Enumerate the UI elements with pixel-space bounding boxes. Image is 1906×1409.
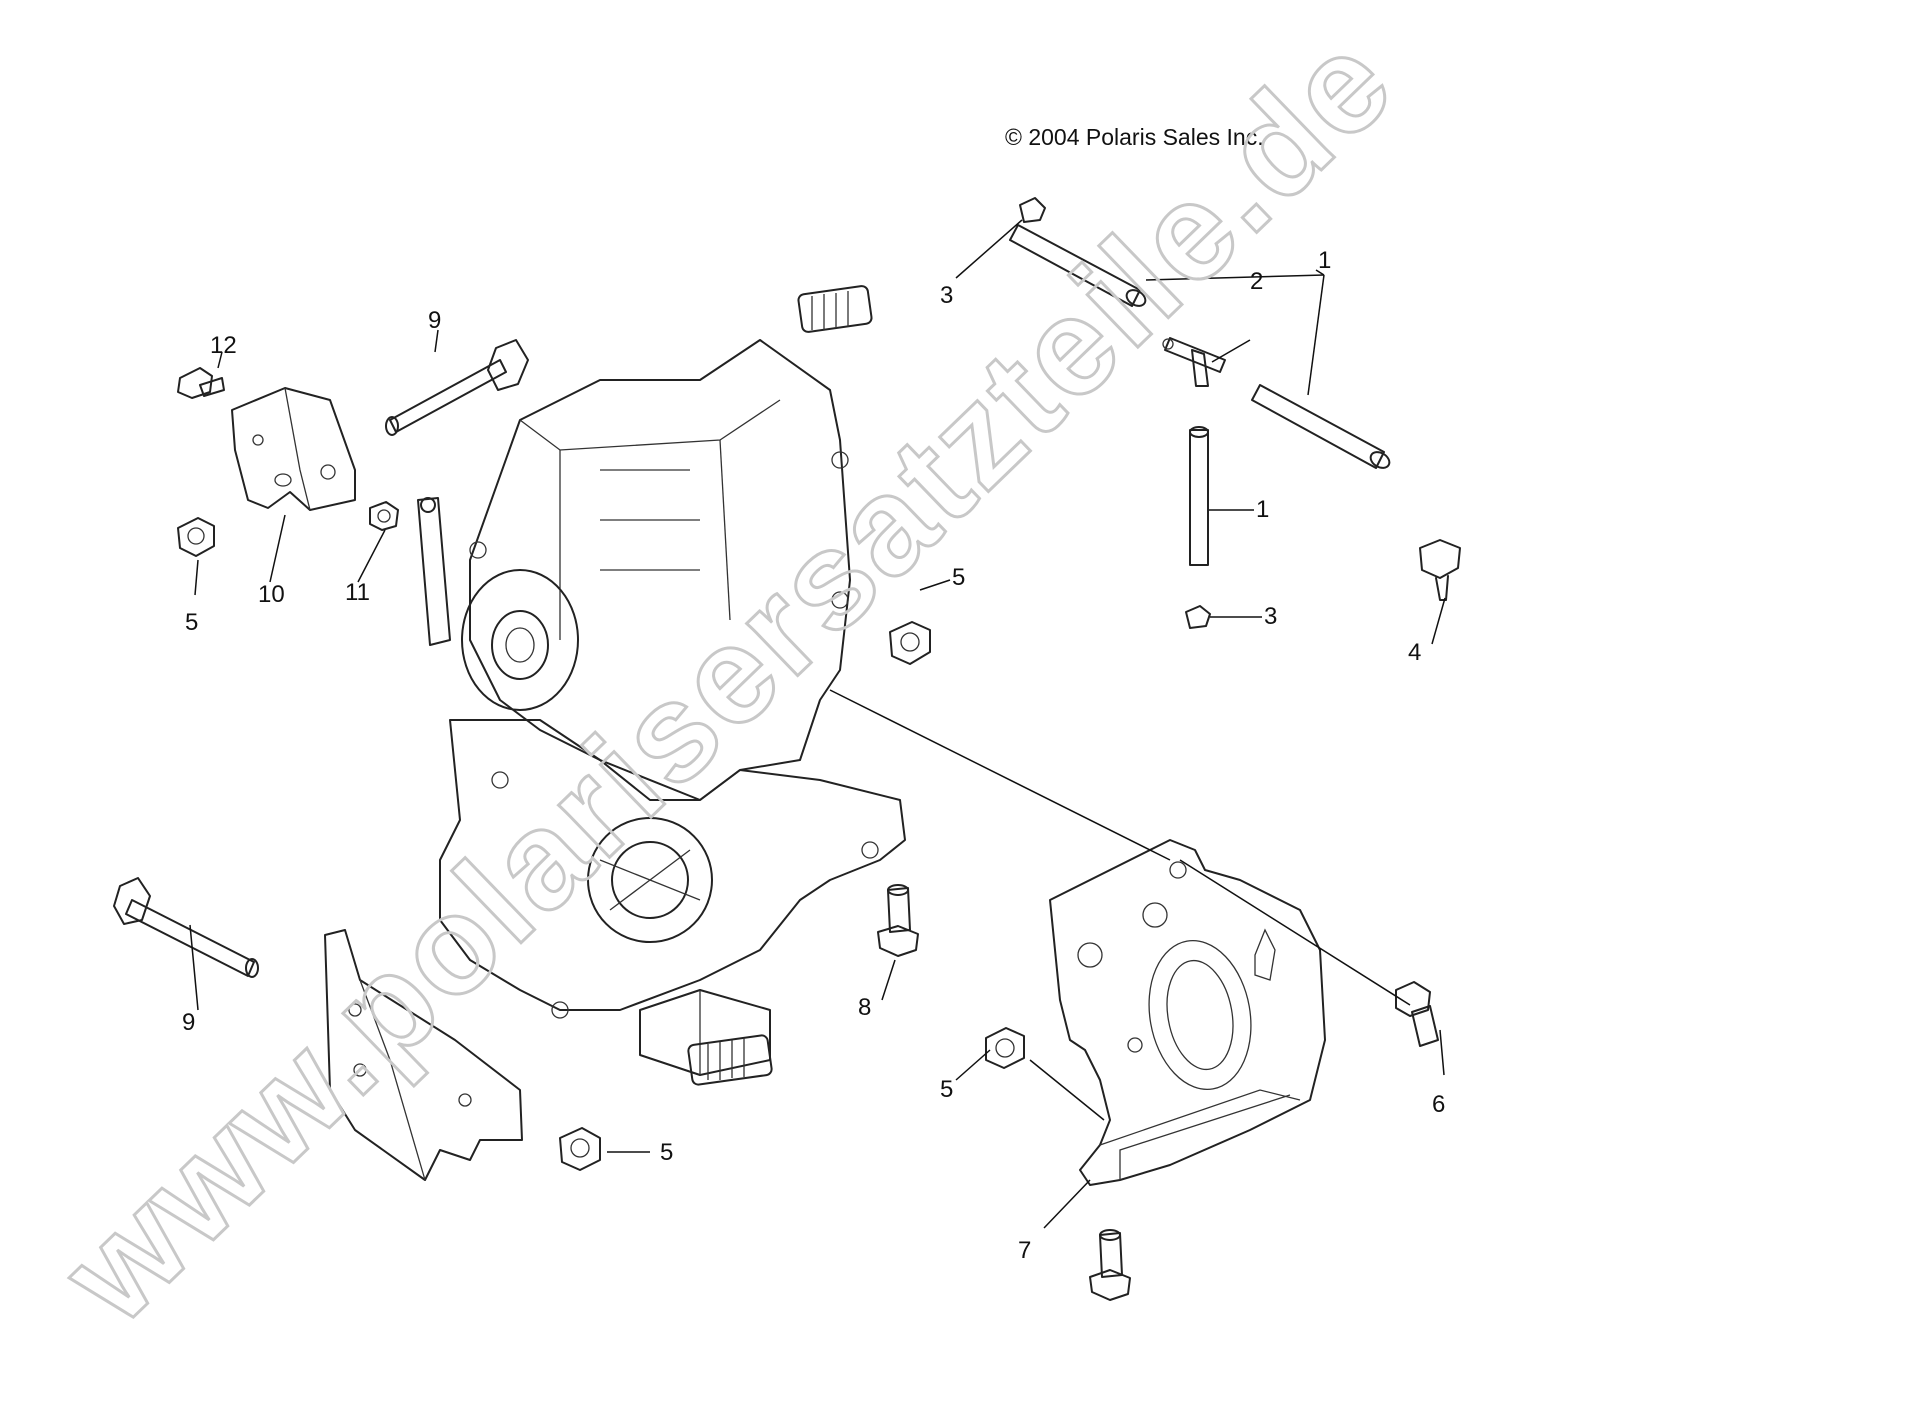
clamp-3-upper <box>1019 197 1046 223</box>
bolt-6 <box>1395 981 1439 1047</box>
callout-10: 10 <box>258 581 285 608</box>
nut-5-center <box>889 621 931 665</box>
nut-5-lower <box>559 1127 601 1171</box>
bracket-10 <box>231 387 356 511</box>
nut-5-lower-right <box>985 1027 1025 1069</box>
nut-5-left <box>177 517 215 557</box>
hose-1-upper <box>1009 224 1147 307</box>
tee-fitting-2 <box>1162 337 1226 387</box>
copyright-notice: © 2004 Polaris Sales Inc. <box>1005 124 1264 150</box>
callout-5-lower-right: 5 <box>940 1076 953 1103</box>
bolt-long-lower <box>113 877 259 978</box>
callout-8: 8 <box>858 994 871 1021</box>
clip-4 <box>1419 539 1461 601</box>
bolt-bottom <box>1089 1229 1131 1301</box>
clamp-3-lower <box>1185 605 1211 629</box>
callout-9-upper: 9 <box>428 307 441 334</box>
callout-1-vertical: 1 <box>1256 496 1269 523</box>
mounting-plate-7 <box>1049 839 1326 1186</box>
callout-6: 6 <box>1432 1091 1445 1118</box>
callout-1-top: 1 <box>1318 247 1331 274</box>
callout-3-upper: 3 <box>940 282 953 309</box>
bolt-long-upper <box>385 339 529 436</box>
callout-2: 2 <box>1250 268 1263 295</box>
callout-9-lower: 9 <box>182 1009 195 1036</box>
callout-5-lower: 5 <box>660 1139 673 1166</box>
bolt-small-12 <box>177 367 225 399</box>
hose-1-vertical <box>1189 426 1209 566</box>
callout-5-center: 5 <box>952 564 965 591</box>
callout-labels: 1 1 2 3 3 4 5 5 5 5 6 7 8 9 9 10 11 12 <box>182 247 1445 1264</box>
callout-4: 4 <box>1408 639 1421 666</box>
callout-3-lower: 3 <box>1264 603 1277 630</box>
callout-7: 7 <box>1018 1237 1031 1264</box>
leader-lines <box>189 219 1446 1229</box>
bolt-8 <box>877 884 919 957</box>
transmission-assembly <box>417 285 906 1086</box>
hose-1-right <box>1251 384 1391 469</box>
callout-12: 12 <box>210 332 237 359</box>
nut-11 <box>369 501 399 531</box>
bracket-lower-left <box>324 929 523 1181</box>
callout-11: 11 <box>345 579 370 606</box>
callout-5-left: 5 <box>185 609 198 636</box>
